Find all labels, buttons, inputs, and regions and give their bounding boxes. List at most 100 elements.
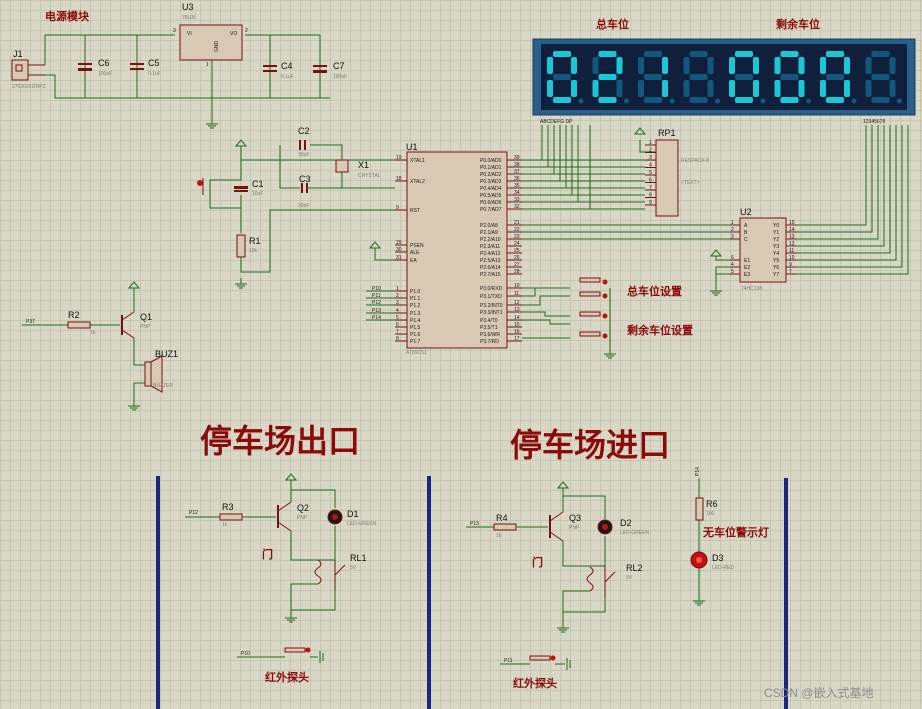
segment-a	[826, 51, 844, 57]
x1-crystal: X1 CRYSTAL	[335, 159, 381, 179]
svg-text:P1.4: P1.4	[410, 318, 421, 324]
total-up-button[interactable]	[579, 277, 608, 285]
display-digits	[547, 51, 902, 104]
segment-e	[592, 80, 599, 97]
segment-b	[844, 57, 850, 74]
display-digit	[774, 51, 811, 104]
exit-ir-probe-label: 红外探头	[265, 670, 309, 684]
segment-g	[644, 74, 662, 80]
svg-text:4: 4	[731, 262, 734, 268]
u3-value: 78L05	[182, 15, 196, 21]
svg-text:P3.2/INT0: P3.2/INT0	[480, 303, 503, 309]
svg-text:RP1: RP1	[658, 128, 676, 138]
segment-c	[662, 80, 668, 97]
segment-d	[735, 97, 753, 103]
svg-text:P2.4/A12: P2.4/A12	[480, 251, 501, 257]
segment-d	[780, 97, 799, 103]
svg-text:74HC138: 74HC138	[741, 286, 762, 292]
segment-a	[735, 51, 753, 57]
exit-ir-sensor[interactable]	[284, 647, 311, 653]
svg-text:6: 6	[731, 255, 734, 261]
segment-f	[774, 57, 781, 74]
exit-title: 停车场出口	[200, 422, 360, 460]
segment-a	[553, 51, 571, 57]
c6-capacitor: C6 100uF	[78, 58, 112, 77]
remaining-down-button[interactable]	[579, 331, 608, 339]
svg-text:5: 5	[731, 269, 734, 275]
segment-a	[598, 51, 617, 57]
segment-d	[644, 97, 662, 103]
r6-resistor: R6 100	[695, 497, 718, 521]
segment-e	[683, 80, 690, 97]
svg-text:VO: VO	[230, 31, 237, 37]
segment-b	[571, 57, 577, 74]
svg-text:11: 11	[789, 248, 794, 254]
svg-text:Y2: Y2	[773, 237, 779, 243]
svg-text:PNP: PNP	[297, 515, 308, 521]
segment-g	[871, 74, 890, 80]
svg-text:P2.5/A13: P2.5/A13	[480, 258, 501, 264]
svg-text:C2: C2	[298, 126, 310, 136]
svg-text:2: 2	[245, 28, 248, 34]
svg-text:R6: R6	[706, 499, 718, 509]
remaining-up-button[interactable]	[579, 311, 608, 319]
svg-text:28: 28	[514, 269, 520, 275]
rp1-pin: 5	[645, 170, 656, 176]
svg-text:P3.1/TXD: P3.1/TXD	[480, 294, 502, 300]
svg-text:37: 37	[514, 169, 520, 175]
reset-button[interactable]	[197, 178, 204, 195]
svg-text:Q3: Q3	[569, 513, 581, 523]
d2-led: D2 LED-GREEN	[597, 518, 650, 536]
segment-labels: ABCDEFG DP	[540, 119, 573, 125]
entrance-ir-probe-label: 红外探头	[513, 676, 557, 690]
entrance-ir-sensor[interactable]	[529, 655, 556, 661]
total-down-button[interactable]	[579, 291, 608, 299]
svg-text:D2: D2	[620, 518, 632, 528]
c7-capacitor: C7 100uF	[313, 61, 347, 80]
svg-text:14: 14	[514, 315, 520, 321]
svg-text:Q1: Q1	[140, 312, 152, 322]
entrance-title: 停车场进口	[510, 426, 670, 464]
svg-text:PNP: PNP	[569, 525, 580, 531]
svg-text:30: 30	[396, 247, 402, 253]
segment-c	[571, 80, 577, 97]
svg-text:P1.0: P1.0	[410, 289, 421, 295]
r2-resistor: R2 1k	[67, 310, 96, 336]
svg-text:10: 10	[789, 255, 795, 261]
svg-text:34: 34	[514, 190, 520, 196]
segment-c	[616, 80, 623, 97]
segment-f	[683, 57, 690, 74]
svg-text:P2.0/A8: P2.0/A8	[480, 223, 498, 229]
svg-text:P11: P11	[372, 293, 381, 299]
svg-text:5V: 5V	[626, 575, 633, 581]
rp1-pin: 7	[645, 185, 656, 191]
svg-text:A: A	[744, 223, 748, 229]
segment-dp	[760, 98, 766, 104]
svg-text:P3.4/T0: P3.4/T0	[480, 318, 498, 324]
rp1-pin: 1	[645, 140, 656, 146]
svg-text:16: 16	[514, 329, 520, 335]
svg-text:XTAL1: XTAL1	[410, 158, 425, 164]
p1-net-label: P10	[366, 286, 395, 292]
svg-text:24: 24	[514, 241, 520, 247]
svg-text:RST: RST	[410, 208, 420, 214]
svg-text:VI: VI	[187, 31, 192, 37]
svg-text:<TEXT>: <TEXT>	[681, 180, 700, 186]
segment-e	[774, 80, 781, 97]
svg-text:38: 38	[514, 162, 520, 168]
